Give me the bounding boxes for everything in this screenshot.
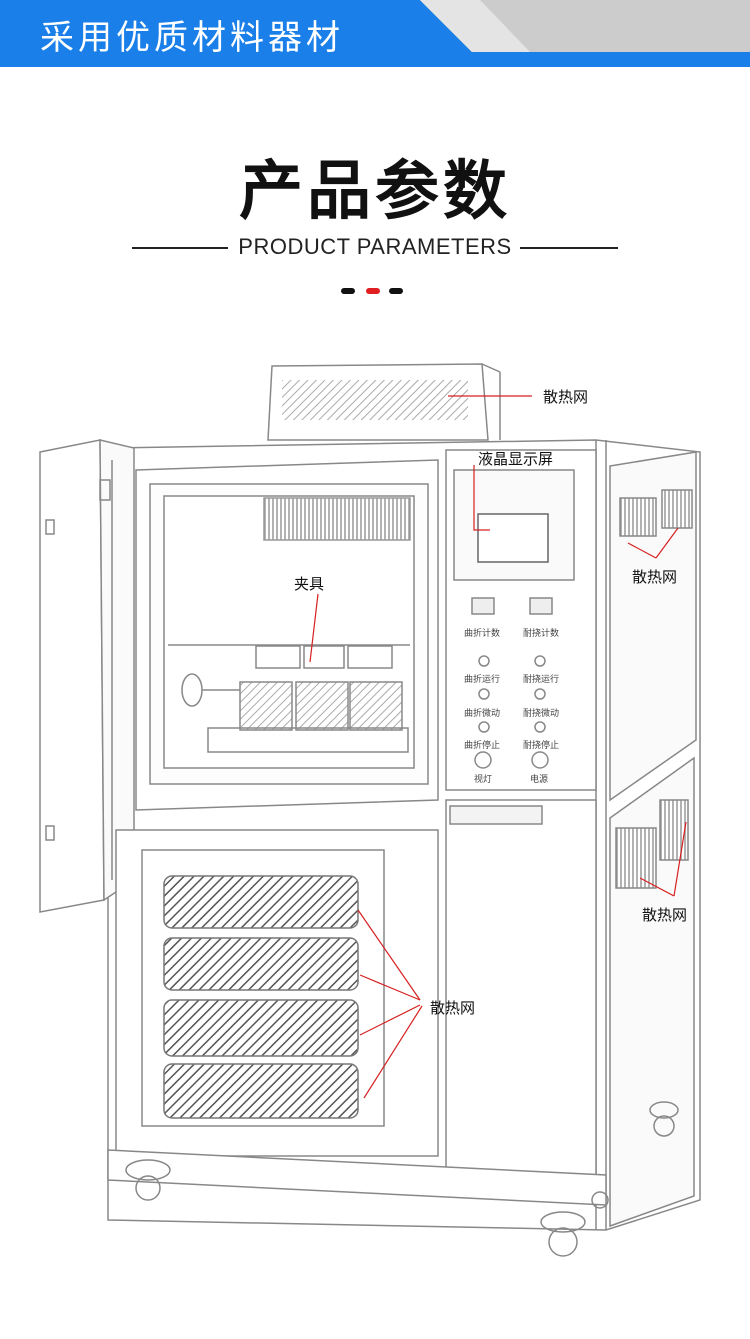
page-title: 产品参数 [239,155,511,229]
panel-counter-left: 曲折计数 [464,629,501,639]
callout-fixture: 夹具 [294,575,325,593]
front-vent-2 [163,937,359,991]
callout-line-front-4 [363,1005,423,1099]
panel-run-right: 耐挠运行 [523,675,560,685]
callout-line-lcd [473,465,490,531]
decorative-dots [341,288,411,296]
panel-stop-left: 曲折停止 [464,741,501,751]
top-banner: 采用优质材料器材 [0,0,750,67]
panel-jog-right: 耐挠微动 [523,709,560,719]
panel-power: 电源 [530,775,549,785]
callout-side-vent-upper: 散热网 [632,568,678,586]
front-vent-4 [163,1063,359,1119]
banner-title: 采用优质材料器材 [40,18,344,58]
callout-line-front-2 [359,974,421,1001]
callout-line-side-lower-1 [639,877,675,897]
callout-line-front-3 [359,1004,421,1036]
lcd-screen [477,513,549,563]
front-vent-1 [163,875,359,929]
callout-line-front-1 [357,909,421,1001]
panel-jog-left: 曲折微动 [464,709,501,719]
callout-front-vents: 散热网 [430,999,476,1017]
callout-line-side-upper-1 [627,542,657,559]
dot-right [389,288,403,294]
subtitle-row: PRODUCT PARAMETERS [0,232,750,266]
callout-line-side-upper-2 [655,527,679,559]
panel-counter-right: 耐挠计数 [523,629,560,639]
banner-background [0,0,750,67]
dot-left [341,288,355,294]
callout-side-vent-lower: 散热网 [642,906,688,924]
panel-light: 视灯 [474,775,493,785]
dot-center [366,288,380,294]
callout-line-fixture [309,593,319,663]
page-subtitle: PRODUCT PARAMETERS [238,234,512,259]
panel-stop-right: 耐挠停止 [523,741,560,751]
callout-top-vent: 散热网 [543,388,589,406]
chamber-illustration [39,363,701,1257]
subtitle-line-left [132,247,228,249]
top-vent-grille [282,380,468,420]
callout-line-side-lower-2 [673,821,687,897]
front-vent-3 [163,999,359,1057]
panel-run-left: 曲折运行 [464,675,501,685]
subtitle-line-right [520,247,618,249]
callout-lcd: 液晶显示屏 [478,450,554,468]
